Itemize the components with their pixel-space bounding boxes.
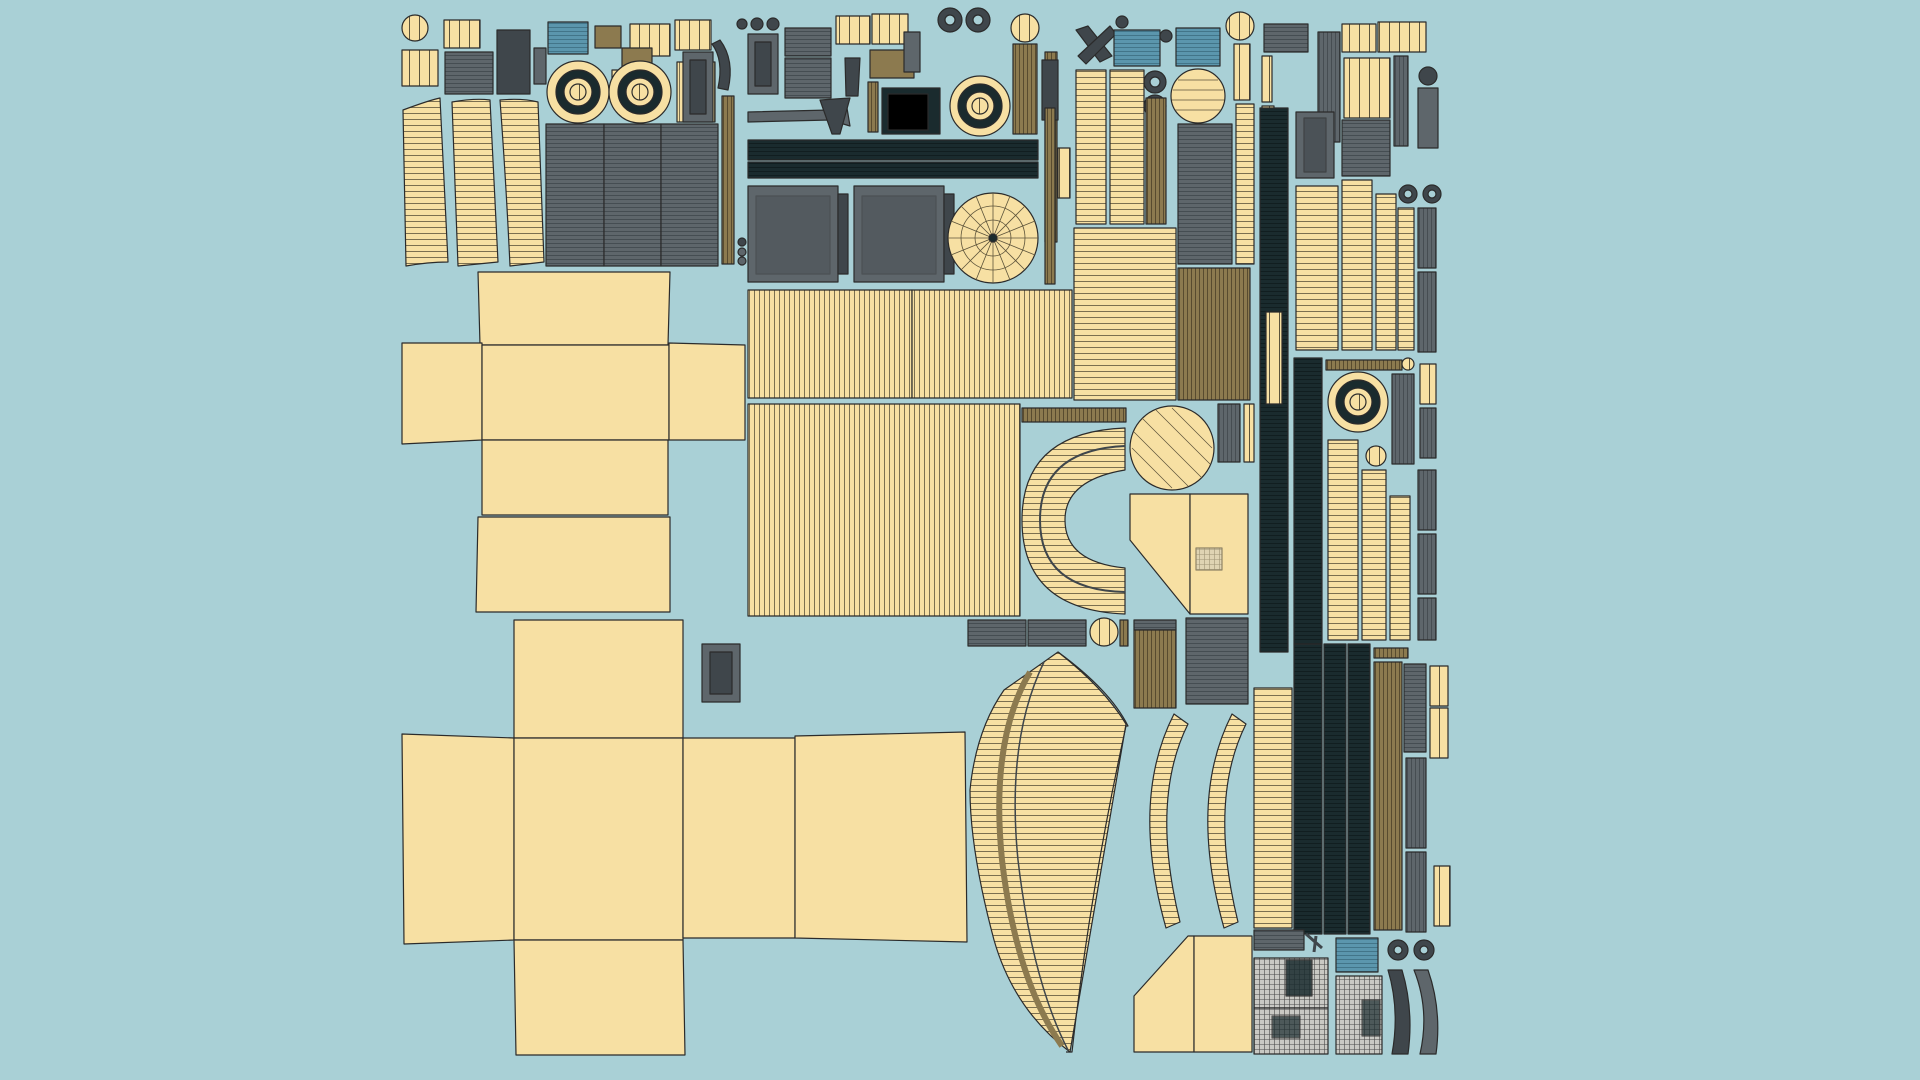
right-cream-strips	[1253, 179, 1427, 931]
radial-disc	[947, 192, 1039, 284]
mid-strip-row	[967, 617, 1249, 709]
big-fan-arc	[969, 651, 1129, 1053]
top-left-parts	[401, 14, 748, 266]
top-middle-parts	[747, 7, 1059, 243]
half-ring-arc	[1021, 427, 1126, 615]
slate-panels	[545, 123, 719, 267]
right-small-parts	[1295, 21, 1451, 933]
tall-cream-columns	[1044, 69, 1255, 401]
bottom-right-parts	[1253, 929, 1439, 1055]
box-net-upper	[401, 271, 746, 613]
box-net-lower	[401, 619, 968, 1056]
bottom-trapezoid-panels	[1133, 935, 1253, 1053]
plank-panels	[747, 289, 1127, 617]
slate-cushions	[747, 185, 955, 283]
left-arc-strips	[402, 97, 545, 267]
dark-horizontal-bars	[747, 139, 1039, 179]
tall-dark-strips	[1259, 23, 1371, 935]
thin-arcs	[1149, 713, 1247, 929]
trapezoid-panels	[1129, 403, 1255, 615]
striped-disc	[1129, 405, 1215, 491]
